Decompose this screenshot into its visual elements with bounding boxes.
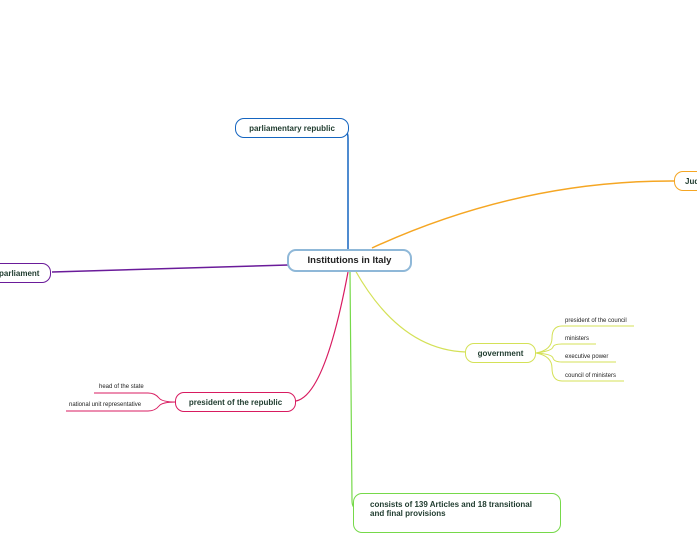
leaf-label: executive power bbox=[565, 354, 609, 360]
leaf-label: ministers bbox=[565, 336, 590, 342]
branch-president bbox=[295, 271, 349, 402]
branch-gov-4 bbox=[535, 352, 624, 382]
node-parliament[interactable]: parliament bbox=[0, 263, 51, 283]
branch-judiciary bbox=[371, 180, 677, 249]
node-judiciary-label: Jud bbox=[685, 176, 697, 186]
branch-pres-2 bbox=[66, 401, 177, 412]
node-constitution[interactable]: consists of 139 Articles and 18 transiti… bbox=[353, 493, 561, 533]
node-judiciary[interactable]: Jud bbox=[674, 171, 697, 191]
leaf-label: national unit representative bbox=[69, 402, 142, 408]
node-president[interactable]: president of the republic bbox=[175, 392, 296, 412]
leaf-executive-power[interactable]: executive power bbox=[565, 354, 608, 360]
leaf-president-of-the-council[interactable]: president of the council bbox=[565, 318, 627, 324]
central-topic-label: Institutions in Italy bbox=[307, 255, 392, 266]
branch-constitution bbox=[349, 271, 357, 509]
node-parliamentary-republic-label: parliamentary republic bbox=[249, 123, 335, 133]
leaf-national-unit-representative[interactable]: national unit representative bbox=[69, 402, 141, 408]
branch-pres-1 bbox=[94, 392, 177, 403]
node-government[interactable]: government bbox=[465, 343, 536, 363]
node-president-label: president of the republic bbox=[188, 397, 283, 407]
leaf-label: president of the council bbox=[565, 318, 627, 324]
leaf-label: head of the state bbox=[99, 384, 144, 390]
leaf-ministers[interactable]: ministers bbox=[565, 336, 589, 342]
central-topic[interactable]: Institutions in Italy bbox=[287, 249, 412, 272]
branch-gov-3 bbox=[535, 352, 616, 363]
branch-gov-1 bbox=[535, 325, 634, 354]
branch-parliamentary-republic bbox=[337, 127, 349, 250]
branch-government bbox=[354, 269, 467, 353]
leaf-head-of-the-state[interactable]: head of the state bbox=[99, 384, 144, 390]
leaf-council-of-ministers[interactable]: council of ministers bbox=[565, 373, 616, 379]
node-constitution-label: consists of 139 Articles and 18 transiti… bbox=[370, 500, 532, 518]
node-parliament-label: parliament bbox=[0, 268, 40, 278]
node-parliamentary-republic[interactable]: parliamentary republic bbox=[235, 118, 349, 138]
node-government-label: government bbox=[477, 348, 524, 358]
mind-map-connections bbox=[51, 127, 677, 509]
leaf-label: council of ministers bbox=[565, 373, 617, 379]
branch-gov-2 bbox=[535, 343, 596, 354]
branch-parliament bbox=[51, 264, 289, 273]
